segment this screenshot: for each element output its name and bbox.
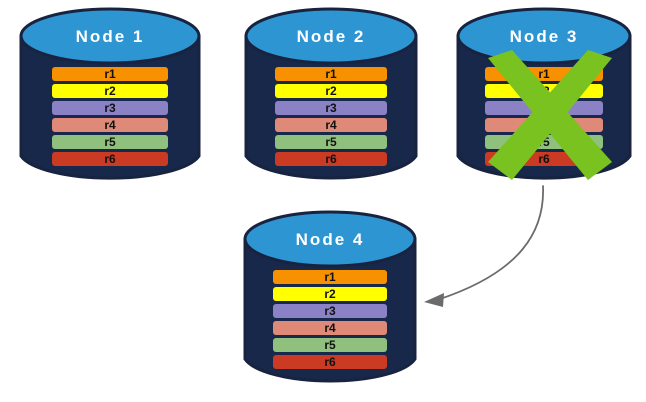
row-r6[interactable]: r6 bbox=[52, 152, 168, 166]
row-label-r4: r4 bbox=[324, 321, 336, 335]
row-label-r1: r1 bbox=[324, 270, 336, 284]
row-r1[interactable]: r1 bbox=[52, 67, 168, 81]
row-label-r3: r3 bbox=[324, 304, 336, 318]
row-label-r2: r2 bbox=[538, 84, 550, 98]
node-cylinder-4[interactable]: Node 4 r1 r2 r3 r4 r5 r6 bbox=[242, 208, 418, 390]
row-label-r5: r5 bbox=[324, 338, 336, 352]
row-label-r4: r4 bbox=[325, 118, 337, 132]
row-r1[interactable]: r1 bbox=[275, 67, 387, 81]
row-r6[interactable]: r6 bbox=[485, 152, 603, 166]
row-r4[interactable]: r4 bbox=[52, 118, 168, 132]
row-label-r5: r5 bbox=[104, 135, 116, 149]
row-label-r2: r2 bbox=[104, 84, 116, 98]
row-r1[interactable]: r1 bbox=[485, 67, 603, 81]
row-r4[interactable]: r4 bbox=[275, 118, 387, 132]
row-r5[interactable]: r5 bbox=[273, 338, 387, 352]
row-label-r6: r6 bbox=[538, 152, 550, 166]
row-label-r2: r2 bbox=[325, 84, 337, 98]
row-r6[interactable]: r6 bbox=[275, 152, 387, 166]
row-label-r4: r4 bbox=[104, 118, 116, 132]
row-label-r3: r3 bbox=[104, 101, 116, 115]
row-r5[interactable]: r5 bbox=[275, 135, 387, 149]
row-r3[interactable]: r3 bbox=[273, 304, 387, 318]
row-r5[interactable]: r5 bbox=[485, 135, 603, 149]
row-label-r1: r1 bbox=[538, 67, 550, 81]
row-r2[interactable]: r2 bbox=[485, 84, 603, 98]
row-label-r1: r1 bbox=[104, 67, 116, 81]
node-rows-2: r1 r2 r3 r4 r5 r6 bbox=[243, 67, 419, 166]
node-cylinder-3[interactable]: Node 3 r1 r2 r3 r4 r5 r6 bbox=[455, 6, 633, 186]
node-rows-4: r1 r2 r3 r4 r5 r6 bbox=[242, 270, 418, 369]
row-label-r6: r6 bbox=[104, 152, 116, 166]
row-label-r2: r2 bbox=[324, 287, 336, 301]
row-label-r4: r4 bbox=[538, 118, 550, 132]
row-r4[interactable]: r4 bbox=[273, 321, 387, 335]
row-label-r5: r5 bbox=[325, 135, 337, 149]
row-r2[interactable]: r2 bbox=[275, 84, 387, 98]
row-r2[interactable]: r2 bbox=[52, 84, 168, 98]
row-r3[interactable]: r3 bbox=[52, 101, 168, 115]
row-r3[interactable]: r3 bbox=[275, 101, 387, 115]
row-label-r3: r3 bbox=[325, 101, 337, 115]
node-rows-1: r1 r2 r3 r4 r5 r6 bbox=[18, 67, 202, 166]
row-r2[interactable]: r2 bbox=[273, 287, 387, 301]
row-label-r6: r6 bbox=[325, 152, 337, 166]
row-label-r3: r3 bbox=[538, 101, 550, 115]
row-label-r5: r5 bbox=[538, 135, 550, 149]
row-r6[interactable]: r6 bbox=[273, 355, 387, 369]
node-rows-3: r1 r2 r3 r4 r5 r6 bbox=[455, 67, 633, 166]
arrowhead-icon bbox=[424, 293, 444, 307]
node-cylinder-1[interactable]: Node 1 r1 r2 r3 r4 r5 r6 bbox=[18, 6, 202, 186]
row-r5[interactable]: r5 bbox=[52, 135, 168, 149]
row-r4[interactable]: r4 bbox=[485, 118, 603, 132]
node-cylinder-2[interactable]: Node 2 r1 r2 r3 r4 r5 r6 bbox=[243, 6, 419, 186]
row-label-r1: r1 bbox=[325, 67, 337, 81]
row-label-r6: r6 bbox=[324, 355, 336, 369]
row-r3[interactable]: r3 bbox=[485, 101, 603, 115]
row-r1[interactable]: r1 bbox=[273, 270, 387, 284]
